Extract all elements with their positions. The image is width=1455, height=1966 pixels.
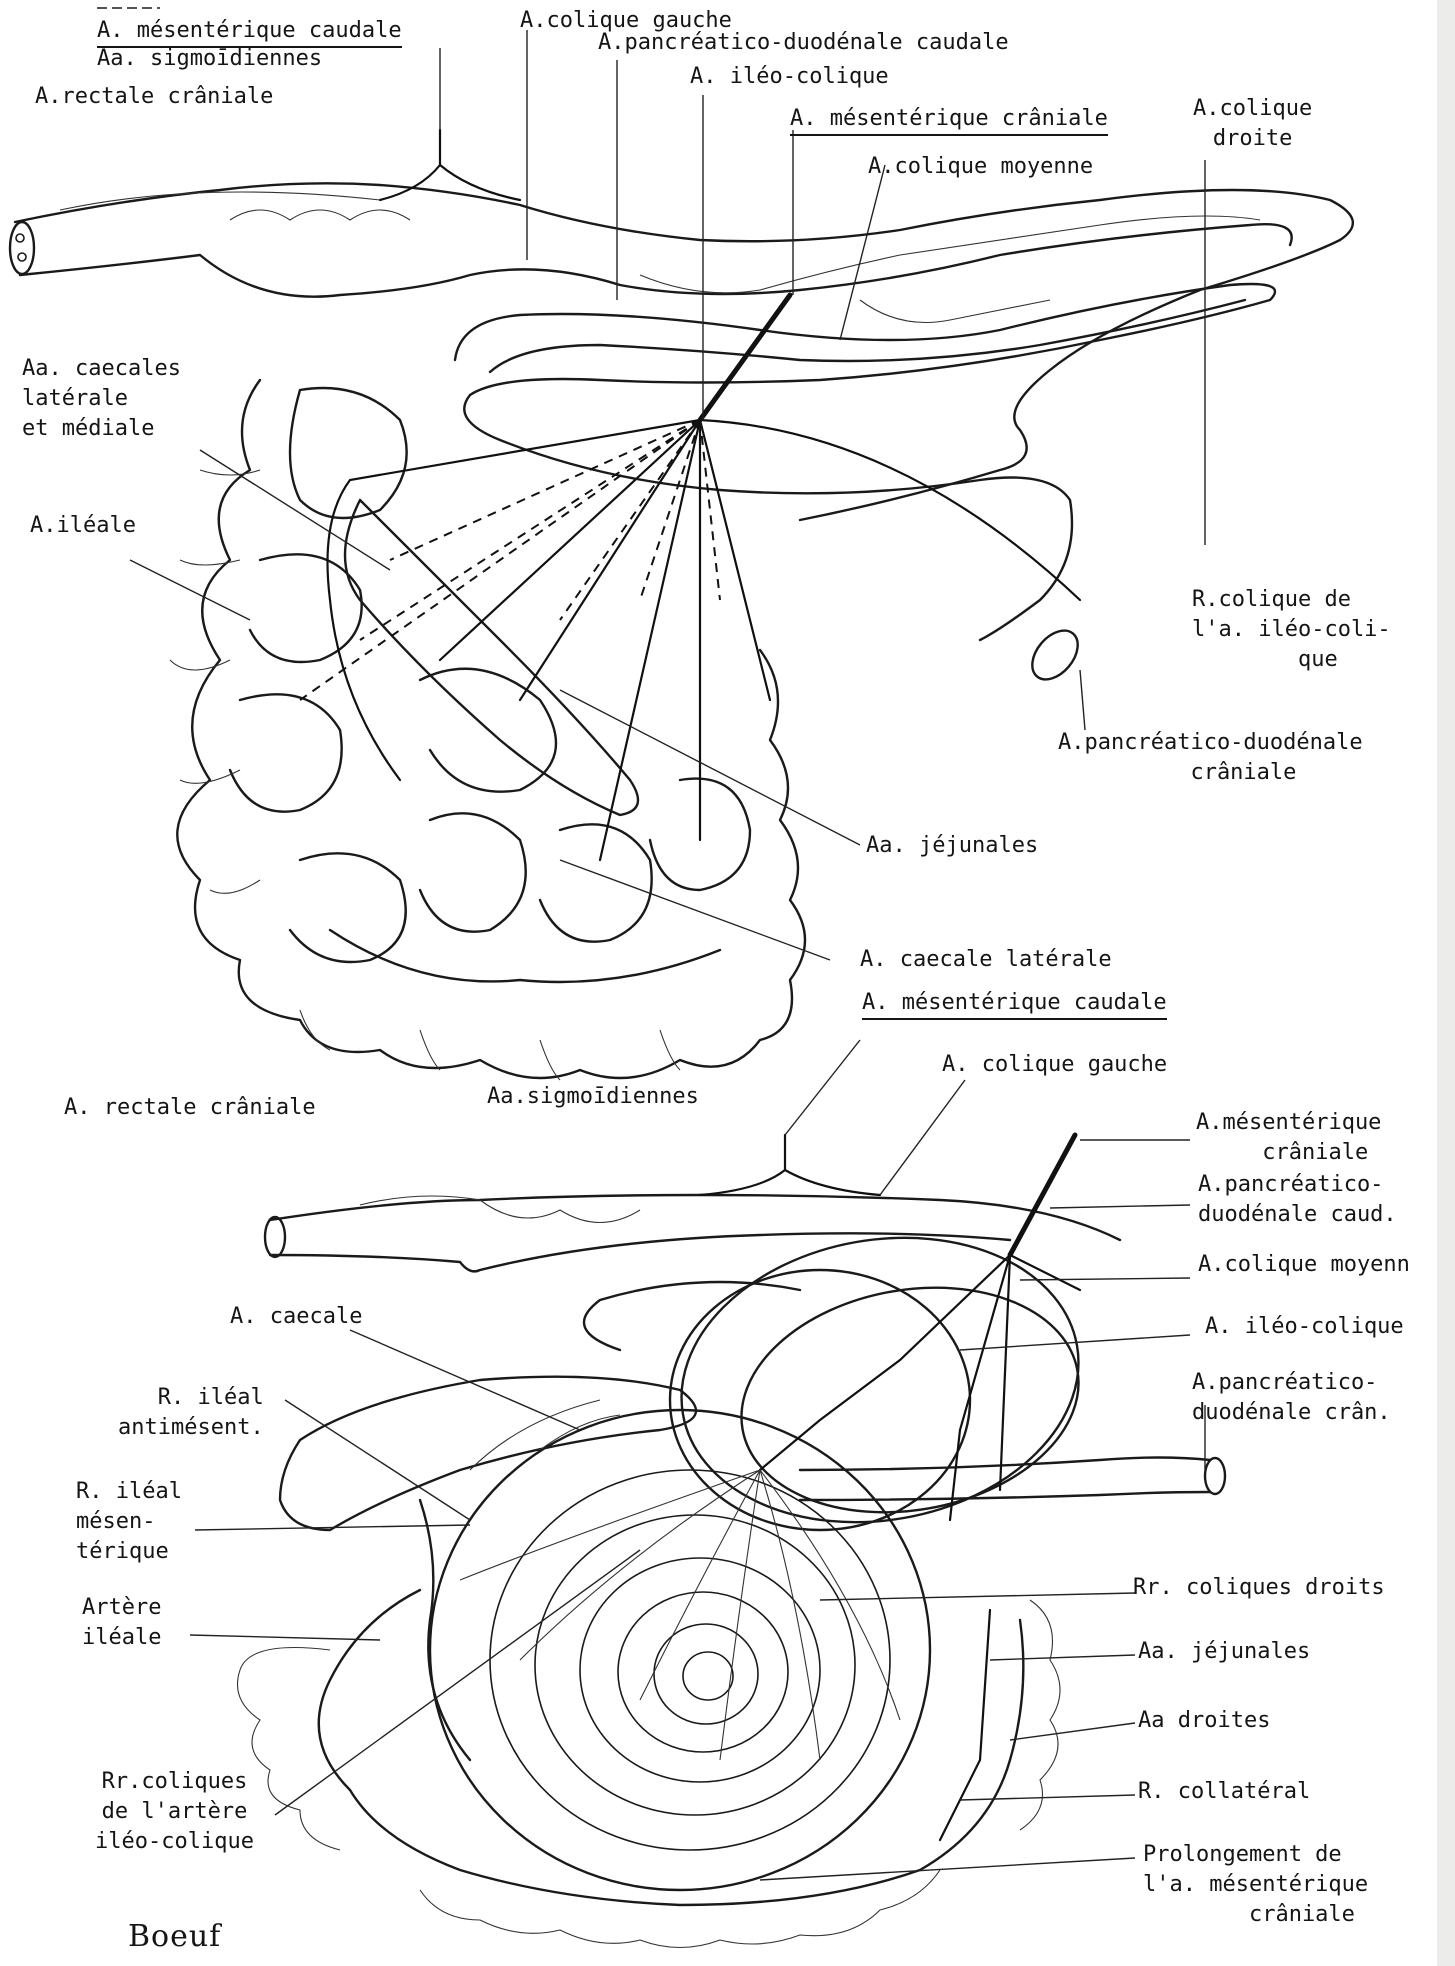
top-label-ileale: A.iléale [30, 511, 136, 541]
bottom-label-sigmoidiennes: Aa.sigmoīdiennes [487, 1082, 699, 1112]
top-coil-6 [540, 824, 652, 941]
bottom-rectum [270, 1195, 1120, 1240]
bottom-label-rectale-craniale: A. rectale crâniale [64, 1093, 316, 1123]
bottom-label-artere-ileale: Artère iléale [82, 1593, 161, 1653]
top-rectum-opening [10, 222, 34, 274]
top-label-r-colique-ileo: R.colique de l'a. iléo-coli- que [1192, 585, 1391, 675]
bottom-label-r-collateral: R. collatéral [1138, 1777, 1310, 1807]
top-figure-drawing [10, 130, 1353, 1080]
bottom-label-aa-jejunales: Aa. jéjunales [1138, 1637, 1310, 1667]
bottom-label-aa-droites: Aa droites [1138, 1706, 1270, 1736]
top-coil-1 [290, 388, 407, 518]
bottom-label-prolongement: Prolongement de l'a. mésentérique crânia… [1143, 1840, 1368, 1930]
top-caecum [345, 500, 638, 815]
bottom-label-panc-duod-cran: A.pancréatico- duodénale crân. [1192, 1368, 1391, 1428]
bottom-mes-caudale [700, 1135, 785, 1195]
top-label-panc-duod-caudale: A.pancréatico-duodénale caudale [598, 28, 1009, 58]
bottom-label-rr-coliques-ileo: Rr.coliques de l'artère iléo-colique [95, 1767, 254, 1857]
bottom-mes-craniale-trunk [1010, 1135, 1075, 1255]
top-duodenum-opening [1023, 622, 1087, 688]
bottom-label-ileo-colique: A. iléo-colique [1205, 1312, 1404, 1342]
top-label-caecales: Aa. caecales latérale et médiale [22, 354, 181, 444]
bottom-label-mes-caudale: A. mésentérique caudale [862, 988, 1167, 1020]
bottom-label-colique-moyenne: A.colique moyenn [1198, 1250, 1410, 1280]
top-label-panc-duod-craniale: A.pancréatico-duodénale crâniale [1058, 728, 1363, 788]
bottom-label-mes-craniale: A.mésentérique crâniale [1196, 1108, 1381, 1168]
bottom-label-rr-coliques-droits: Rr. coliques droits [1133, 1573, 1385, 1603]
bottom-label-colique-gauche: A. colique gauche [942, 1050, 1167, 1080]
bottom-colon-ring-2 [670, 1270, 970, 1530]
bottom-label-r-ileal-mes: R. iléal mésen- térique [76, 1477, 182, 1567]
top-coil-9 [330, 930, 720, 982]
top-label-ileo-colique: A. iléo-colique [690, 62, 889, 92]
top-label-sigmoidiennes: Aa. sigmoīdiennes [97, 44, 322, 74]
bottom-fringe-bottom [420, 1870, 940, 1948]
top-colon-loop [455, 284, 1275, 640]
top-label-rectale-craniale: A.rectale crâniale [35, 82, 273, 112]
top-jejunum-outline [177, 380, 805, 1078]
top-label-mes-craniale: A. mésentérique crâniale [790, 104, 1108, 136]
top-colon-loop-inner [490, 300, 1245, 372]
top-coil-5 [420, 813, 526, 931]
top-label-colique-moyenne: A.colique moyenne [868, 152, 1093, 182]
bottom-ileum [420, 1500, 470, 1760]
bottom-ring-top [584, 1282, 800, 1350]
bottom-label-r-ileal-antimes: R. iléal antimésent. [118, 1383, 264, 1443]
top-label-jejunales: Aa. jéjunales [866, 831, 1038, 861]
bottom-figure-drawing [238, 1135, 1226, 1948]
top-coil-4 [290, 853, 406, 962]
bottom-label-panc-duod-caud: A.pancréatico- duodénale caud. [1198, 1170, 1397, 1230]
bottom-fringe-right [1020, 1600, 1060, 1830]
top-coil-2 [250, 554, 362, 662]
bottom-rectum-opening [265, 1217, 285, 1257]
bottom-duodenum [800, 1458, 1210, 1471]
top-label-caecale-laterale: A. caecale latérale [860, 945, 1112, 975]
top-coil-3 [230, 694, 342, 811]
top-label-colique-droite: A.colique droite [1193, 94, 1312, 154]
bottom-leaders [190, 1040, 1205, 1880]
bottom-r-collateral [940, 1610, 990, 1840]
bottom-duodenum-opening [1205, 1458, 1225, 1494]
bottom-label-caecale: A. caecale [230, 1302, 362, 1332]
caption-species: Boeuf [128, 1922, 221, 1952]
